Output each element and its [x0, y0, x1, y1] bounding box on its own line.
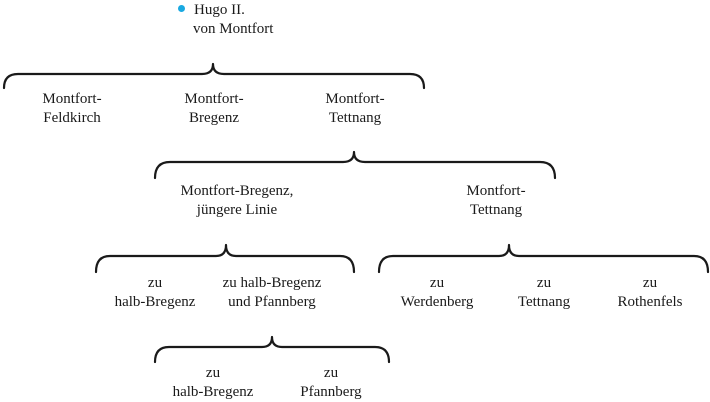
node-line: Feldkirch: [43, 110, 101, 126]
node-line: und Pfannberg: [228, 294, 316, 310]
node-zu-werdenberg: zu Werdenberg: [401, 274, 474, 312]
node-zu-halb-bregenz-2: zu halb-Bregenz: [173, 364, 254, 402]
node-line: Tettnang: [328, 110, 382, 126]
node-line: zu: [536, 275, 552, 291]
node-zu-tettnang: zu Tettnang: [518, 274, 570, 312]
brace-bregenz-branches: [94, 243, 356, 274]
node-line: Hugo II.: [194, 2, 245, 18]
node-zu-halb-bregenz-und-pfannberg: zu halb-Bregenz und Pfannberg: [223, 274, 322, 312]
node-line: zu: [642, 275, 658, 291]
node-zu-halb-bregenz: zu halb-Bregenz: [115, 274, 196, 312]
node-zu-pfannberg: zu Pfannberg: [300, 364, 361, 402]
node-montfort-feldkirch: Montfort- Feldkirch: [42, 90, 101, 128]
brace-level1: [2, 62, 426, 90]
node-line: Pfannberg: [300, 384, 362, 400]
node-line: halb-Bregenz: [114, 294, 196, 310]
node-montfort-bregenz: Montfort- Bregenz: [184, 90, 243, 128]
node-line: zu halb-Bregenz: [222, 275, 322, 291]
node-line: zu: [147, 275, 163, 291]
node-line: Tettnang: [517, 294, 571, 310]
node-line: Tettnang: [469, 202, 523, 218]
node-line: Montfort-: [325, 91, 385, 107]
node-line: zu: [323, 365, 339, 381]
node-line: Montfort-: [42, 91, 102, 107]
node-line: Werdenberg: [400, 294, 474, 310]
brace-level4: [153, 335, 391, 364]
node-line: von Montfort: [193, 21, 274, 37]
node-line: Montfort-: [466, 183, 526, 199]
node-montfort-tettnang: Montfort- Tettnang: [325, 90, 384, 128]
node-line: Montfort-Bregenz,: [180, 183, 294, 199]
node-line: jüngere Linie: [196, 202, 278, 218]
node-line: zu: [429, 275, 445, 291]
brace-tettnang-branches: [377, 243, 710, 274]
brace-level2: [153, 150, 557, 180]
node-montfort-bregenz-juengere-linie: Montfort-Bregenz, jüngere Linie: [181, 182, 294, 220]
node-montfort-tettnang-2: Montfort- Tettnang: [466, 182, 525, 220]
node-zu-rothenfels: zu Rothenfels: [618, 274, 683, 312]
node-line: Bregenz: [189, 110, 239, 126]
node-hugo-ii: Hugo II. von Montfort: [193, 1, 274, 39]
node-line: halb-Bregenz: [172, 384, 254, 400]
node-line: Rothenfels: [617, 294, 683, 310]
node-line: Montfort-: [184, 91, 244, 107]
node-line: zu: [205, 365, 221, 381]
root-marker-dot: [178, 5, 185, 12]
